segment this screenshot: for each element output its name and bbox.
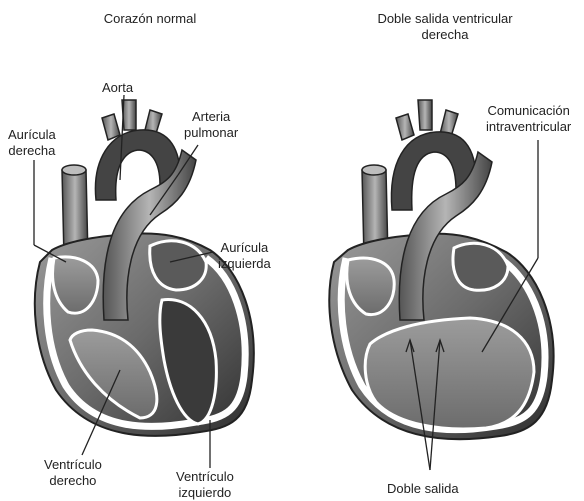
label-vsd-line-1: Comunicación	[486, 103, 571, 119]
label-right-atrium-line-1: Aurícula	[8, 127, 56, 143]
label-right-ventricle-line-1: Ventrículo	[44, 457, 102, 473]
label-ventricular-septal-defect: Comunicación intraventricular	[486, 103, 571, 135]
label-right-ventricle-line-2: derecho	[44, 473, 102, 489]
label-right-atrium: Aurícula derecha	[8, 127, 56, 159]
aortic-branches	[102, 114, 120, 140]
label-left-atrium-line-2: izquierda	[218, 256, 271, 272]
label-left-atrium: Aurícula izquierda	[218, 240, 271, 272]
common-ventricle-cavity	[365, 318, 534, 429]
label-vsd-line-2: intraventricular	[486, 119, 571, 135]
label-left-ventricle: Ventrículo izquierdo	[176, 469, 234, 501]
label-double-outlet: Doble salida	[387, 481, 459, 497]
label-pulmonary-line-1: Arteria	[184, 109, 238, 125]
label-left-ventricle-line-1: Ventrículo	[176, 469, 234, 485]
label-pulmonary-artery: Arteria pulmonar	[184, 109, 238, 141]
label-left-atrium-line-1: Aurícula	[218, 240, 271, 256]
dorv-heart	[329, 100, 553, 470]
label-aorta: Aorta	[102, 80, 133, 96]
label-left-ventricle-line-2: izquierdo	[176, 485, 234, 501]
label-right-ventricle: Ventrículo derecho	[44, 457, 102, 489]
normal-heart	[34, 95, 254, 468]
label-pulmonary-line-2: pulmonar	[184, 125, 238, 141]
label-right-atrium-line-2: derecha	[8, 143, 56, 159]
